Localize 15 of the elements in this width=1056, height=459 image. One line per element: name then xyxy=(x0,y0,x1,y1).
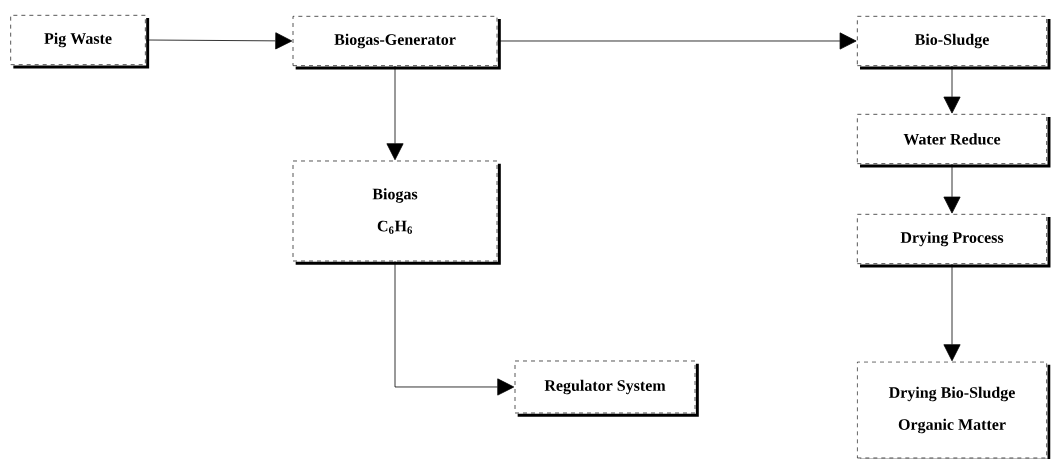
process-box: Regulator System xyxy=(514,360,699,417)
process-box: Biogas C$_{6}$H$_{6}$ xyxy=(292,160,501,265)
process-box: Drying Bio-Sludge Organic Matter xyxy=(857,361,1051,459)
arrow xyxy=(496,32,857,50)
process-box: Biogas-Generator xyxy=(292,16,501,70)
arrow xyxy=(943,65,961,114)
arrow xyxy=(943,263,961,362)
arrow xyxy=(145,32,293,50)
process-box: Water Reduce xyxy=(857,114,1051,168)
arrow xyxy=(394,260,515,396)
process-box: Drying Process xyxy=(857,214,1051,268)
process-box: Bio-Sludge xyxy=(857,16,1051,70)
arrow xyxy=(943,163,961,214)
process-box: Pig Waste xyxy=(10,15,150,69)
arrow xyxy=(386,65,404,161)
